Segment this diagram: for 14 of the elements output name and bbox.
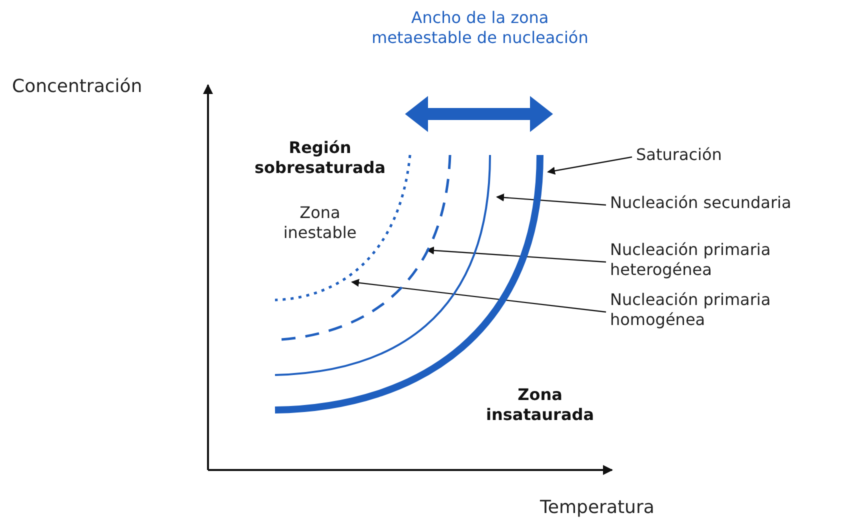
curve-label: Nucleación primaria heterogénea	[610, 240, 772, 280]
leader-line	[547, 156, 632, 175]
region-label: Zona inestable	[282, 203, 358, 243]
axis-title: Temperatura	[540, 498, 656, 518]
region-label: Región sobresaturada	[253, 138, 386, 178]
width-label: Ancho de la zona metaestable de nucleación	[370, 8, 590, 48]
curve-label: Saturación	[636, 145, 723, 165]
leader-line	[351, 278, 606, 313]
leader-line	[426, 246, 606, 263]
curve-label: Nucleación secundaria	[610, 193, 792, 213]
axis-title: Concentración	[12, 77, 144, 97]
curve-label: Nucleación primaria homogénea	[610, 290, 772, 330]
region-label: Zona insataurada	[485, 385, 595, 425]
leader-line	[496, 194, 606, 206]
